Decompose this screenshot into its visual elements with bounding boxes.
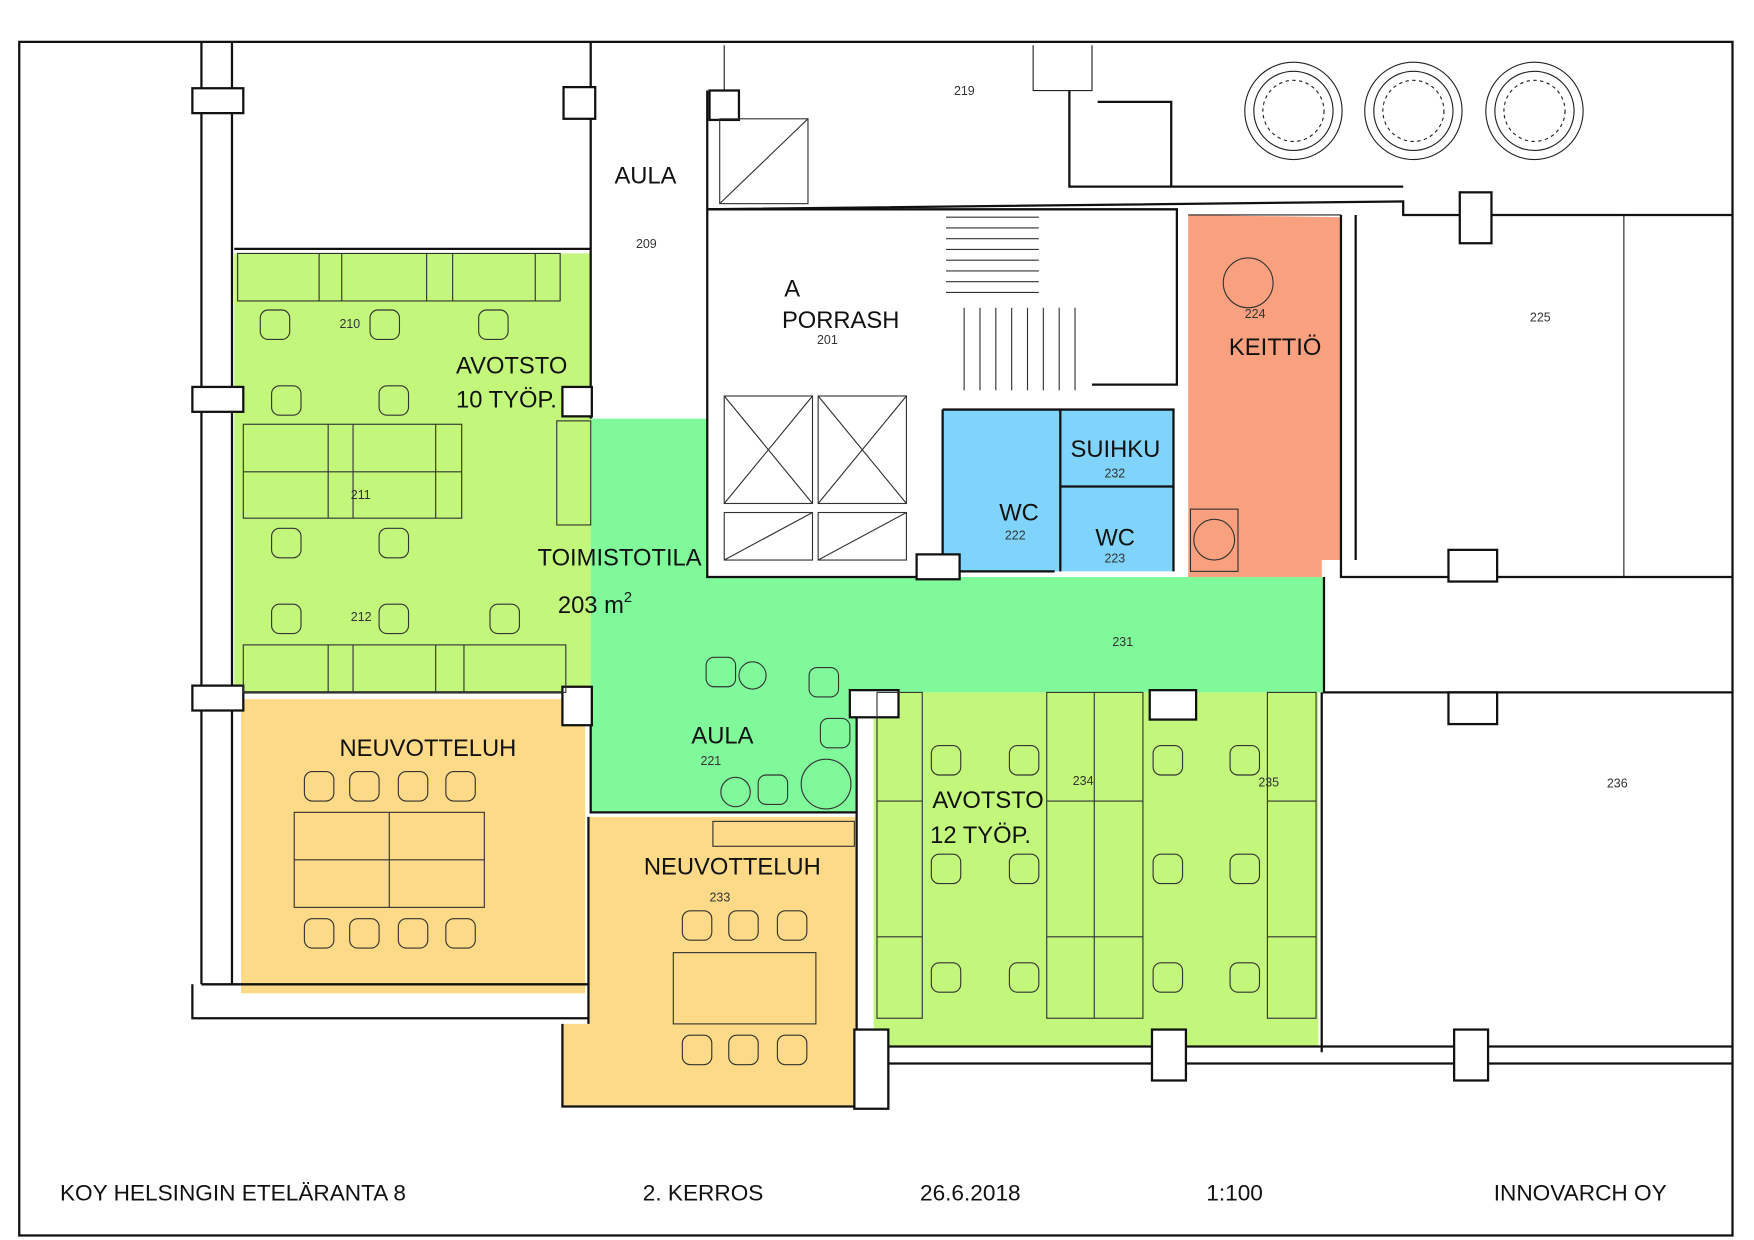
chair: [378, 527, 410, 559]
zone-toimistotila[interactable]: [590, 418, 1324, 813]
number-222: 222: [1005, 529, 1026, 543]
number-201: 201: [817, 333, 838, 347]
number-235: 235: [1258, 775, 1279, 789]
chair: [1008, 962, 1040, 993]
chair: [271, 527, 302, 559]
number-232: 232: [1104, 466, 1125, 480]
label-avotsto-12-1: AVOTSTO: [932, 787, 1043, 814]
chair: [489, 603, 520, 635]
chair: [930, 745, 962, 776]
chair: [369, 309, 401, 340]
footer-author: INNOVARCH OY: [1494, 1180, 1667, 1205]
number-224: 224: [1245, 307, 1266, 321]
chair: [728, 1034, 759, 1066]
number-212: 212: [351, 610, 372, 624]
number-236: 236: [1607, 776, 1628, 790]
chair: [1008, 853, 1040, 885]
chair: [1152, 745, 1184, 776]
label-toimistotila: TOIMISTOTILA: [538, 545, 702, 572]
footer-floor: 2. KERROS: [643, 1180, 764, 1205]
zone-neuvotteluh-2[interactable]: [562, 816, 857, 1107]
chair: [445, 918, 476, 949]
chair: [681, 1034, 713, 1066]
elevators: [719, 118, 907, 561]
chair: [445, 771, 476, 802]
footer-scale: 1:100: [1206, 1180, 1263, 1205]
chair: [397, 918, 429, 949]
number-210: 210: [339, 317, 360, 331]
label-wc-223: WC: [1095, 524, 1135, 551]
label-porrash-1: A: [784, 275, 800, 302]
label-aula-lower: AULA: [691, 722, 753, 749]
title-block: KOY HELSINGIN ETELÄRANTA 8 2. KERROS 26.…: [60, 1180, 1667, 1205]
chair: [808, 666, 840, 698]
number-209: 209: [636, 237, 657, 251]
label-area: 203 m2: [558, 590, 632, 619]
zone-wc[interactable]: [942, 409, 1174, 572]
chair: [378, 385, 410, 416]
footer-building: KOY HELSINGIN ETELÄRANTA 8: [60, 1180, 406, 1205]
footer-date: 26.6.2018: [920, 1180, 1021, 1205]
label-avotsto-10-2: 10 TYÖP.: [456, 386, 557, 413]
chair: [728, 910, 759, 941]
chair: [1229, 853, 1261, 885]
chair: [930, 853, 962, 885]
chair: [1229, 962, 1261, 993]
label-avotsto-12-2: 12 TYÖP.: [930, 822, 1031, 849]
stairs: [946, 216, 1076, 391]
number-234: 234: [1073, 774, 1094, 788]
walls: [18, 40, 1734, 1237]
label-neuvotteluh-2: NEUVOTTELUH: [644, 854, 821, 881]
chair: [271, 603, 302, 635]
chair: [478, 309, 509, 340]
chair: [259, 309, 291, 340]
room-labels: AULA 209 219 A PORRASH 201 AVOTSTO 10 TY…: [339, 84, 1627, 905]
number-231: 231: [1112, 635, 1133, 649]
chair: [349, 918, 380, 949]
label-porrash-2: PORRASH: [782, 307, 899, 334]
label-avotsto-10-1: AVOTSTO: [456, 352, 567, 379]
tanks: [1244, 61, 1584, 161]
zone-avotsto-10[interactable]: [234, 253, 591, 693]
number-221: 221: [700, 754, 721, 768]
chair: [705, 656, 737, 688]
chair: [1152, 962, 1184, 993]
chair: [1152, 853, 1184, 885]
chair: [681, 910, 713, 941]
chair: [776, 910, 808, 941]
label-keittio: KEITTIÖ: [1229, 334, 1321, 361]
label-aula-top: AULA: [614, 162, 676, 189]
number-223: 223: [1104, 551, 1125, 565]
chair: [303, 771, 335, 802]
chair: [271, 385, 302, 416]
zone-neuvotteluh-1[interactable]: [241, 699, 586, 994]
zone-keittio[interactable]: [1188, 214, 1341, 578]
chair: [303, 918, 335, 949]
number-211: 211: [351, 488, 371, 502]
zones: [234, 214, 1341, 1107]
label-suihku: SUIHKU: [1071, 436, 1161, 463]
number-219: 219: [954, 84, 975, 98]
chair: [378, 603, 410, 635]
chair: [1008, 745, 1040, 776]
zone-avotsto-12[interactable]: [873, 692, 1319, 1047]
chair: [757, 774, 789, 805]
chair: [930, 962, 962, 993]
number-225: 225: [1530, 310, 1551, 324]
chair: [349, 771, 380, 802]
columns: [191, 85, 1499, 1110]
label-neuvotteluh-1: NEUVOTTELUH: [339, 735, 516, 762]
label-wc-222: WC: [999, 499, 1039, 526]
number-233: 233: [710, 891, 731, 905]
chair: [397, 771, 429, 802]
furniture: [237, 252, 1317, 1066]
chair: [776, 1034, 808, 1066]
chair: [819, 717, 851, 749]
chair: [1229, 745, 1261, 776]
